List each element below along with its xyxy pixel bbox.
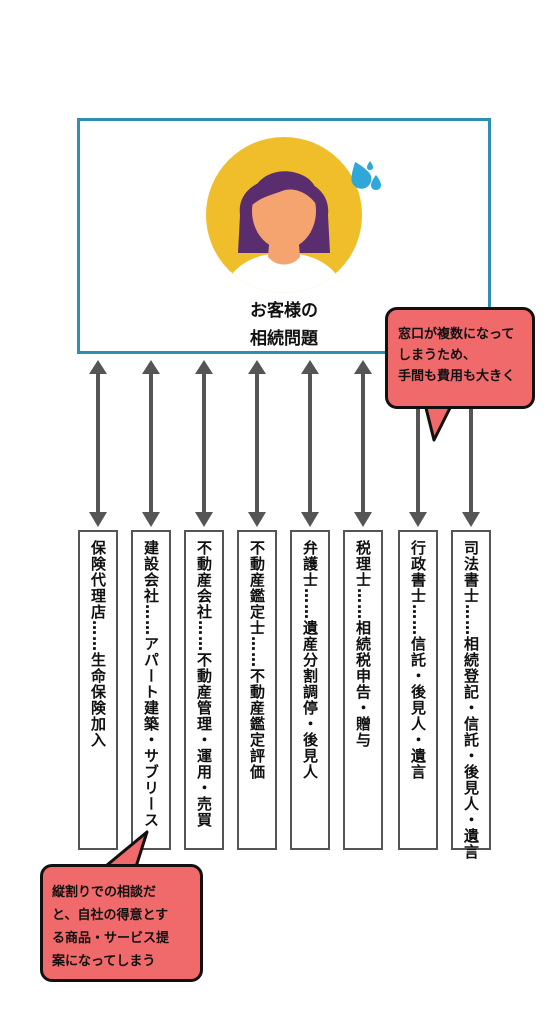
callout-top-line2: しまうため、	[398, 348, 477, 363]
callout-bottom: 縦割りでの相談だ と、自社の得意とす る商品・サービス提 案になってしまう	[40, 864, 203, 982]
callout-bottom-line4: 案になってしまう	[52, 954, 156, 969]
callout-bottom-line2: と、自社の得意とす	[52, 908, 169, 923]
arrow-3	[195, 360, 213, 527]
provider-label: 行政書士……信託・後見人・遺言	[409, 540, 427, 780]
provider-box-insurance: 保険代理店……生命保険加入	[78, 530, 118, 850]
arrow-1	[89, 360, 107, 527]
arrow-6	[354, 360, 372, 527]
client-title-line1: お客様の	[250, 301, 318, 321]
provider-label: 司法書士……相続登記・信託・後見人・遺言	[462, 540, 480, 860]
provider-label: 税理士……相続税申告・贈与	[354, 540, 372, 748]
callout-top-line3: 手間も費用も大きく	[398, 369, 516, 384]
provider-label: 弁護士……遺産分割調停・後見人	[301, 540, 319, 780]
provider-box-judicial-scrivener: 司法書士……相続登記・信託・後見人・遺言	[451, 530, 491, 860]
arrow-4	[248, 360, 266, 527]
callout-bottom-line1: 縦割りでの相談だ	[52, 885, 157, 900]
callout-top-line1: 窓口が複数になって	[398, 327, 515, 342]
provider-label: 建設会社……アパート建築・サブリース	[142, 540, 160, 828]
client-title: お客様の 相続問題	[80, 297, 488, 353]
worried-person-icon	[206, 137, 362, 293]
provider-box-construction: 建設会社……アパート建築・サブリース	[131, 530, 171, 850]
client-title-line2: 相続問題	[250, 329, 318, 349]
callout-bottom-line3: る商品・サービス提	[52, 931, 170, 946]
provider-box-lawyer: 弁護士……遺産分割調停・後見人	[290, 530, 330, 850]
callout-top: 窓口が複数になって しまうため、 手間も費用も大きく	[385, 307, 535, 409]
provider-label: 不動産会社……不動産管理・運用・売買	[195, 540, 213, 828]
provider-box-tax-accountant: 税理士……相続税申告・贈与	[343, 530, 383, 850]
arrow-2	[142, 360, 160, 527]
provider-label: 保険代理店……生命保険加入	[89, 540, 107, 748]
sweat-drop-icon	[351, 161, 381, 190]
provider-box-real-estate: 不動産会社……不動産管理・運用・売買	[184, 530, 224, 850]
arrow-5	[301, 360, 319, 527]
provider-box-administrative-scrivener: 行政書士……信託・後見人・遺言	[398, 530, 438, 850]
client-box: お客様の 相続問題	[77, 118, 491, 354]
provider-box-appraiser: 不動産鑑定士……不動産鑑定評価	[237, 530, 277, 850]
provider-label: 不動産鑑定士……不動産鑑定評価	[248, 540, 266, 780]
